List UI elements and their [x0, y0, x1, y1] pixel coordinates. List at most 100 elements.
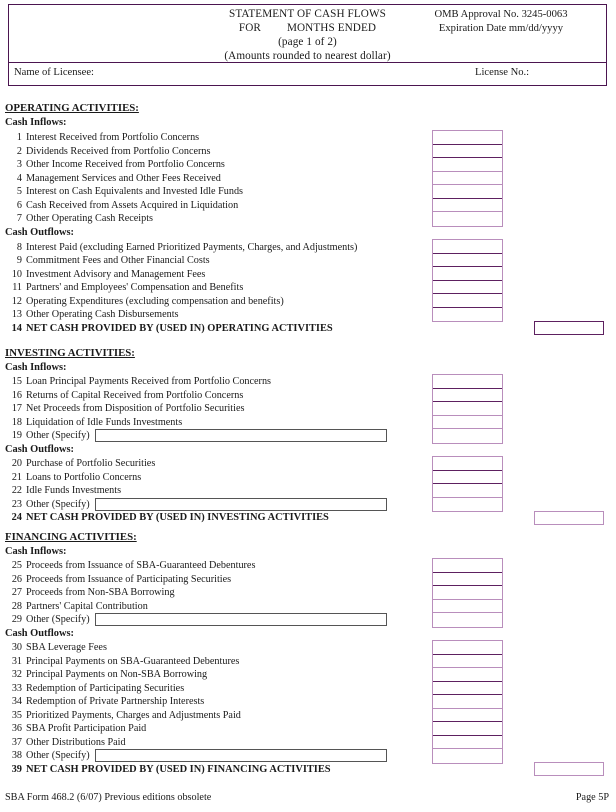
amount-box-group-operating-inflows	[432, 130, 503, 227]
line-number: 15	[11, 376, 22, 387]
amount-input-5[interactable]	[433, 185, 502, 199]
line-label: Other Operating Cash Disbursements	[26, 309, 179, 320]
subheading-financing-inflows: Cash Inflows:	[5, 545, 67, 557]
amount-input-16[interactable]	[433, 389, 502, 402]
line-label: Redemption of Participating Securities	[26, 682, 185, 694]
line-label: Principal Payments on Non-SBA Borrowing	[26, 669, 208, 680]
amount-input-33[interactable]	[433, 682, 502, 695]
license-number-label[interactable]: License No.:	[475, 67, 530, 78]
amount-box-group-investing-outflows	[432, 456, 503, 512]
line-label: Partners' and Employees' Compensation an…	[26, 282, 244, 293]
amount-input-12[interactable]	[433, 294, 502, 308]
subheading-financing-outflows: Cash Outflows:	[5, 628, 74, 639]
line-label: Other Income Received from Portfolio Con…	[26, 159, 225, 170]
line-number: 32	[11, 669, 22, 680]
amount-input-3[interactable]	[433, 158, 502, 172]
line-number: 5	[16, 186, 22, 197]
footer-page-label: Page 5P	[575, 792, 609, 803]
amount-input-37[interactable]	[433, 736, 502, 749]
line-number: 11	[12, 282, 22, 293]
amount-input-30[interactable]	[433, 641, 502, 655]
line-label: Other (Specify)	[26, 750, 90, 761]
specify-input-23[interactable]	[95, 497, 387, 511]
title-line-1: STATEMENT OF CASH FLOWS	[229, 8, 386, 20]
amount-input-21[interactable]	[433, 471, 502, 484]
amount-input-6[interactable]	[433, 199, 502, 212]
line-item-3: 3 Other Income Received from Portfolio Co…	[5, 159, 225, 170]
amount-input-22[interactable]	[433, 484, 502, 498]
amount-input-36[interactable]	[433, 722, 502, 736]
amount-input-34[interactable]	[433, 695, 502, 709]
line-number: 1	[16, 132, 22, 143]
line-item-1: 1 Interest Received from Portfolio Concer…	[5, 132, 199, 143]
amount-input-23[interactable]	[433, 498, 502, 512]
amount-input-18[interactable]	[433, 416, 502, 429]
amount-input-35[interactable]	[433, 709, 502, 722]
line-number: 16	[11, 389, 22, 401]
subheading-operating-inflows: Cash Inflows:	[5, 117, 67, 128]
amount-input-2[interactable]	[433, 145, 502, 158]
line-number: 37	[11, 736, 22, 748]
amount-input-29[interactable]	[433, 613, 502, 627]
amount-input-10[interactable]	[433, 267, 502, 281]
section-heading-financing: FINANCING ACTIVITIES:	[5, 531, 137, 543]
line-number: 9	[16, 255, 22, 266]
licensee-name-label[interactable]: Name of Licensee:	[14, 67, 95, 78]
line-number: 3	[16, 159, 22, 170]
line-number: 19	[11, 430, 22, 441]
line-label: Liquidation of Idle Funds Investments	[26, 416, 183, 428]
amount-input-9[interactable]	[433, 254, 502, 267]
line-number: 38	[11, 750, 22, 761]
amount-input-8[interactable]	[433, 240, 502, 254]
amount-input-4[interactable]	[433, 172, 502, 185]
line-number: 27	[11, 587, 22, 598]
line-number: 12	[11, 295, 22, 307]
amount-input-39-total[interactable]	[534, 762, 604, 776]
amount-input-19[interactable]	[433, 429, 502, 443]
amount-input-24-total[interactable]	[534, 510, 604, 525]
amount-input-13[interactable]	[433, 308, 502, 322]
line-label: SBA Profit Participation Paid	[26, 723, 147, 734]
header-licensee-area: Name of Licensee: License No.:	[9, 63, 606, 85]
line-label: Idle Funds Investments	[26, 485, 122, 496]
amount-input-15[interactable]	[433, 375, 502, 389]
line-number: 20	[11, 458, 22, 469]
amount-input-31[interactable]	[433, 655, 502, 668]
specify-input-38[interactable]	[95, 749, 387, 762]
amount-input-26[interactable]	[433, 573, 502, 586]
title-rounding-note: (Amounts rounded to nearest dollar)	[224, 49, 391, 62]
amount-input-27[interactable]	[433, 586, 502, 600]
amount-input-20[interactable]	[433, 457, 502, 471]
amount-input-1[interactable]	[433, 131, 502, 145]
line-number: 18	[11, 416, 22, 428]
line-label: Interest Received from Portfolio Concern…	[26, 132, 200, 143]
amount-input-7[interactable]	[433, 212, 502, 226]
amount-input-14-total[interactable]	[534, 321, 604, 335]
line-number: 6	[16, 199, 22, 211]
omb-block: OMB Approval No. 3245-0063 Expiration Da…	[401, 8, 601, 35]
specify-input-29[interactable]	[95, 613, 387, 626]
amount-input-11[interactable]	[433, 281, 502, 294]
line-label: NET CASH PROVIDED BY (USED IN) OPERATING…	[26, 322, 333, 334]
specify-input-19[interactable]	[95, 429, 387, 442]
amount-input-17[interactable]	[433, 402, 502, 416]
line-number: 35	[11, 709, 22, 721]
amount-input-25[interactable]	[433, 559, 502, 573]
line-number: 30	[11, 642, 22, 653]
line-number: 7	[16, 213, 22, 224]
amount-input-38[interactable]	[433, 749, 502, 763]
footer-form-id: SBA Form 468.2 (6/07) Previous editions …	[5, 792, 212, 803]
amount-input-28[interactable]	[433, 600, 502, 613]
amount-input-32[interactable]	[433, 668, 502, 682]
